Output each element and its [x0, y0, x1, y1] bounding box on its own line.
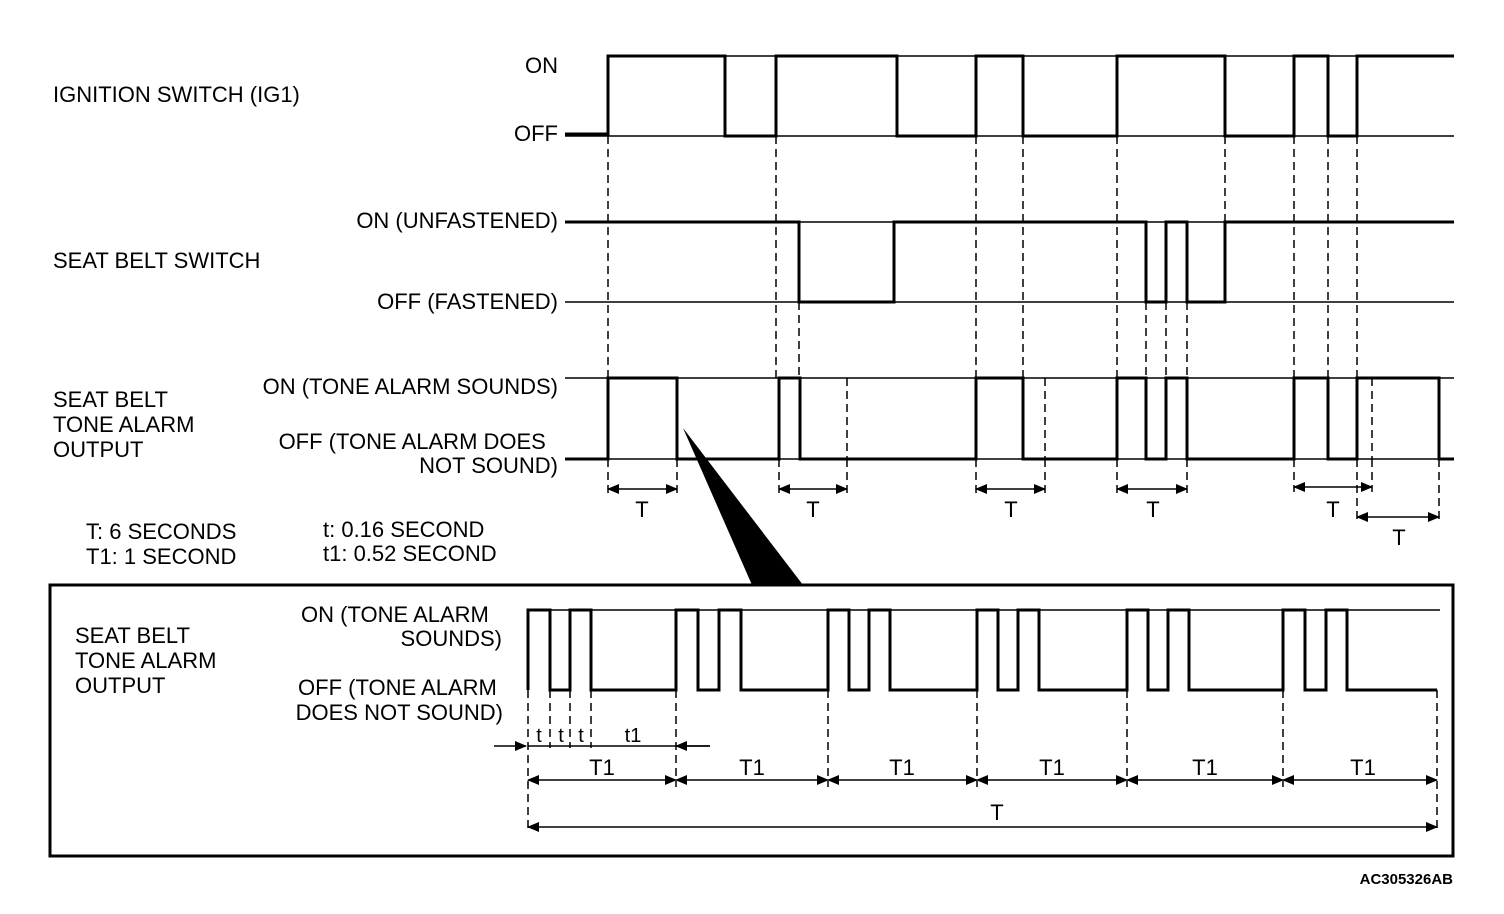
ignition-on-label: ON: [525, 53, 558, 78]
period-arrows: [607, 482, 1440, 522]
figure-code: AC305326AB: [1360, 871, 1454, 888]
detail-output-label: SEAT BELT TONE ALARM OUTPUT: [75, 623, 223, 698]
period-label-1: T: [635, 497, 648, 522]
ignition-waveform: [565, 54, 1454, 138]
vertical-guides: [607, 136, 1440, 522]
seat-belt-switch-label: SEAT BELT SWITCH: [53, 248, 260, 273]
period-label-5: T: [1326, 497, 1339, 522]
T1-label-3: T1: [889, 755, 915, 780]
T1-label-1: T1: [589, 755, 615, 780]
T1-label-2: T1: [739, 755, 765, 780]
seatbelt-waveform: [565, 220, 1454, 304]
ignition-switch-label: IGNITION SWITCH (IG1): [53, 82, 300, 107]
period-label-3: T: [1004, 497, 1017, 522]
ignition-off-label: OFF: [514, 121, 558, 146]
t-label-3: t: [578, 725, 584, 747]
t-label-2: t: [558, 725, 564, 747]
alarm-waveform: [565, 376, 1454, 461]
seatbelt-on-label: ON (UNFASTENED): [356, 208, 558, 233]
legend-T1: T1: 1 SECOND: [86, 544, 236, 569]
t-label-1: t: [536, 725, 542, 747]
detail-on-label: ON (TONE ALARM SOUNDS): [301, 602, 502, 651]
T1-label-6: T1: [1350, 755, 1376, 780]
alarm-off-label: OFF (TONE ALARM DOES NOT SOUND): [279, 429, 558, 478]
detail-off-label: OFF (TONE ALARM DOES NOT SOUND): [296, 675, 503, 725]
period-label-2: T: [806, 497, 819, 522]
legend-t1: t1: 0.52 SECOND: [323, 541, 497, 566]
T1-label-4: T1: [1039, 755, 1065, 780]
period-label-4: T: [1146, 497, 1159, 522]
t1-label: t1: [625, 725, 642, 747]
alarm-output-label: SEAT BELT TONE ALARM OUTPUT: [53, 387, 201, 462]
detail-vertical-guides: [527, 690, 1438, 833]
period-label-6: T: [1392, 525, 1405, 550]
legend-T: T: 6 SECONDS: [86, 519, 236, 544]
zoom-callout-wedge: [683, 428, 803, 585]
T1-label-5: T1: [1192, 755, 1218, 780]
alarm-on-label: ON (TONE ALARM SOUNDS): [263, 374, 558, 399]
detail-box: [48, 583, 1455, 858]
seatbelt-off-label: OFF (FASTENED): [377, 289, 558, 314]
detail-T-label: T: [990, 800, 1003, 825]
legend-t: t: 0.16 SECOND: [323, 517, 484, 542]
detail-waveform: [526, 608, 1437, 692]
